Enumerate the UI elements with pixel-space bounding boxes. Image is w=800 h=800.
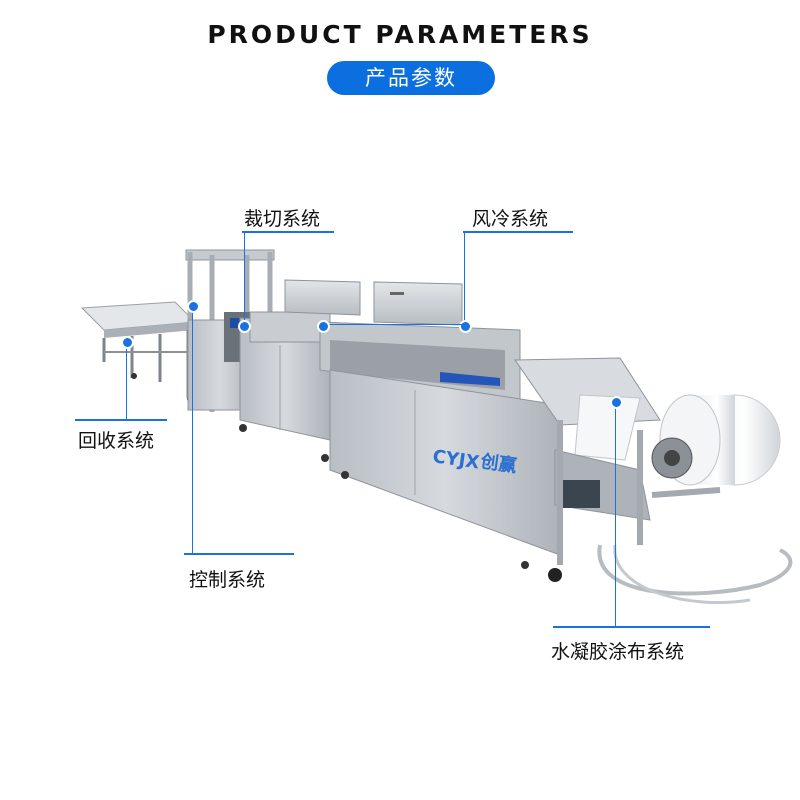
callout-air-cooling-label: 风冷系统 (472, 208, 549, 230)
cooling-boxes (284, 279, 463, 326)
callout-control-dot (187, 300, 200, 313)
callout-air-cooling-underline (463, 231, 573, 233)
callout-control-leader (192, 306, 193, 553)
callout-recycling-dot (121, 336, 134, 349)
main-frame-left (239, 311, 331, 462)
subtitle-badge: 产品参数 (327, 61, 495, 95)
callout-hydrogel-dot (610, 396, 623, 409)
callout-hydrogel-label: 水凝胶涂布系统 (551, 641, 685, 663)
material-roll (651, 394, 781, 498)
callout-recycling-leader (126, 342, 127, 419)
callout-recycling-label: 回收系统 (78, 430, 155, 452)
callout-air-cooling-dot (459, 320, 472, 333)
callout-hydrogel-leader (615, 402, 616, 626)
callout-control-label: 控制系统 (189, 569, 266, 591)
brand-logo-cn: 创赢 (478, 450, 518, 477)
coating-station (514, 357, 661, 565)
cutting-tower (185, 249, 275, 420)
callout-hydrogel-underline (553, 626, 710, 628)
callout-cutting-underline (242, 231, 334, 233)
callout-cutting-label: 裁切系统 (244, 208, 321, 230)
callout-air-cooling-branch (322, 324, 464, 325)
callout-air-cooling-dot-left (317, 320, 330, 333)
callout-cutting-dot (238, 320, 251, 333)
callout-cutting-leader (244, 232, 245, 324)
callout-recycling-underline (75, 419, 167, 421)
recycling-table (80, 301, 197, 402)
callout-control-underline (184, 553, 294, 555)
callout-air-cooling-leader (464, 232, 465, 324)
page-title: PRODUCT PARAMETERS (207, 20, 593, 49)
main-frame-right (319, 321, 562, 582)
